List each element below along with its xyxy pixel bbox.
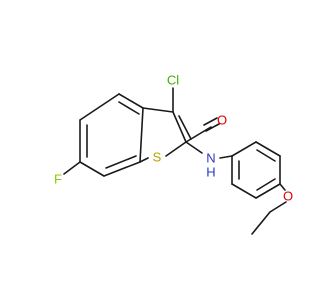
- bond: [172, 111, 187, 143]
- ether-oxygen-label: O: [283, 189, 293, 204]
- amide-hydrogen-label: H: [206, 165, 215, 180]
- carbonyl-oxygen-label: O: [217, 113, 227, 128]
- bond: [269, 201, 287, 213]
- bond: [279, 183, 286, 191]
- bond: [139, 157, 149, 163]
- sulfur-label: S: [153, 150, 162, 165]
- bond: [255, 183, 281, 199]
- bond: [118, 101, 140, 115]
- bond: [219, 155, 233, 159]
- bond: [256, 149, 276, 162]
- bond: [118, 93, 144, 109]
- bond: [185, 126, 212, 143]
- bond: [251, 211, 271, 235]
- bond: [205, 123, 220, 132]
- bond: [231, 183, 257, 199]
- molecule-drawing: Cl O N H S F O: [54, 73, 293, 235]
- bond: [255, 141, 281, 157]
- bond: [178, 115, 192, 140]
- bond: [79, 93, 120, 121]
- fluorine-label: F: [54, 172, 62, 187]
- bond: [231, 141, 257, 157]
- chlorine-label: Cl: [167, 73, 179, 88]
- bond: [139, 107, 144, 163]
- bond: [105, 155, 137, 169]
- bond: [79, 161, 105, 177]
- bond: [103, 161, 141, 177]
- bond: [203, 117, 218, 126]
- amide-nitrogen-label: N: [206, 151, 215, 166]
- bond: [256, 178, 276, 191]
- atom-labels: Cl O N H S F O: [54, 73, 293, 204]
- bond: [185, 141, 203, 154]
- structure-canvas: Cl O N H S F O: [54, 73, 293, 235]
- bond: [63, 161, 81, 175]
- bond: [165, 141, 187, 157]
- bond: [142, 107, 174, 113]
- bonds: [63, 87, 287, 235]
